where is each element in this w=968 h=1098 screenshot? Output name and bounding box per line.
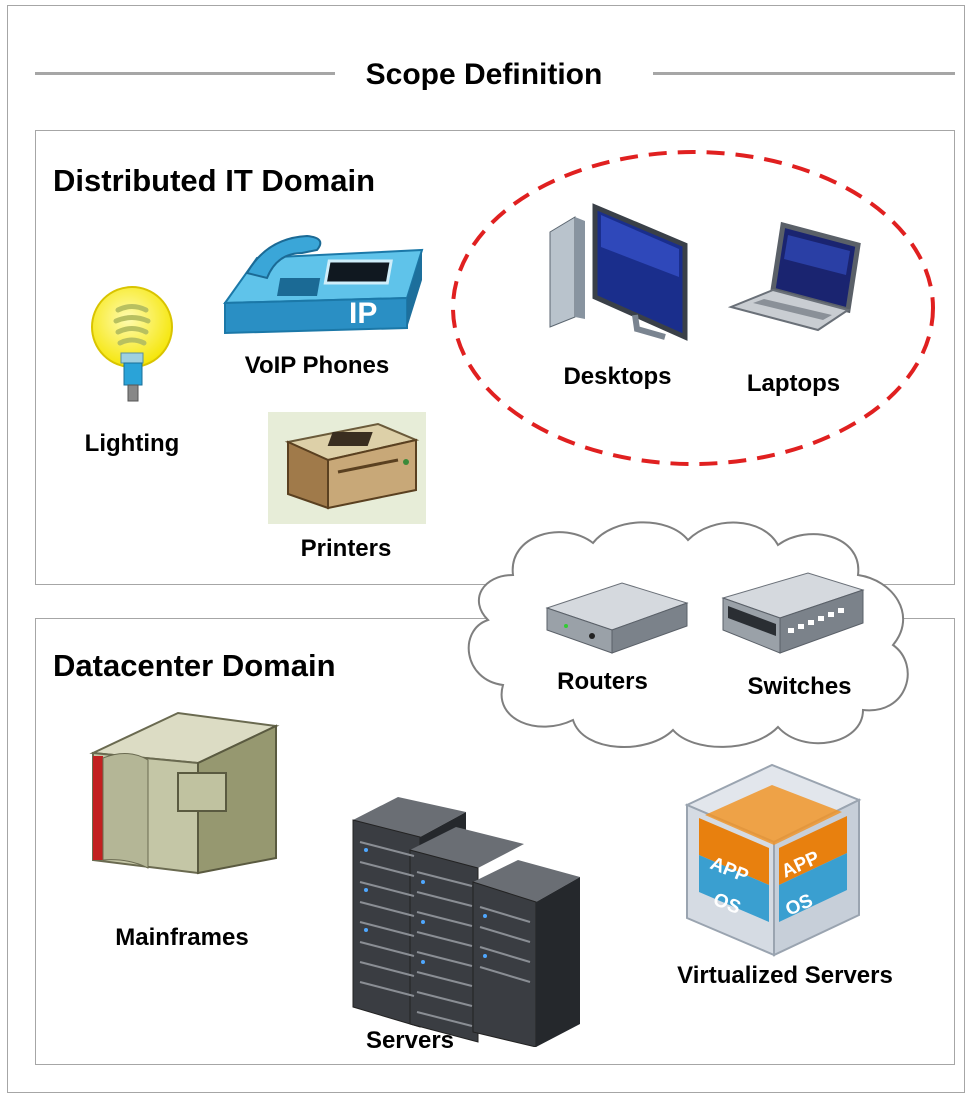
distributed-domain-title: Distributed IT Domain (53, 163, 376, 198)
diagram-frame (7, 5, 965, 1093)
laptops-label: Laptops (746, 370, 841, 397)
server-rack-icon (352, 797, 580, 1047)
switches-label: Switches (747, 673, 852, 700)
voip-phone-icon: IP (223, 234, 424, 335)
routers-label: Routers (557, 668, 648, 695)
voip-phones-label: VoIP Phones (244, 352, 390, 379)
distributed-domain-box (35, 130, 955, 585)
title-rule-left (35, 72, 335, 75)
mainframes-label: Mainframes (115, 924, 249, 951)
desktop-computer-icon (549, 203, 688, 341)
lighting-label: Lighting (84, 430, 180, 457)
highlight-dashed-ellipse (451, 150, 935, 466)
printers-label: Printers (300, 535, 392, 562)
desktops-label: Desktops (563, 363, 672, 390)
light-bulb-icon (91, 286, 173, 402)
title-rule-right (653, 72, 955, 75)
virtualized-servers-label: Virtualized Servers (677, 962, 893, 989)
laptop-icon (728, 221, 861, 332)
router-icon (545, 582, 689, 654)
voip-ip-badge: IP (349, 297, 377, 330)
servers-label: Servers (365, 1027, 455, 1054)
virtualized-servers-icon: APP OS APP OS (684, 763, 862, 957)
mainframe-icon (89, 711, 280, 875)
network-switch-icon (721, 572, 865, 654)
page-title: Scope Definition (0, 58, 968, 92)
printer-icon (268, 412, 426, 524)
datacenter-domain-title: Datacenter Domain (53, 648, 336, 683)
